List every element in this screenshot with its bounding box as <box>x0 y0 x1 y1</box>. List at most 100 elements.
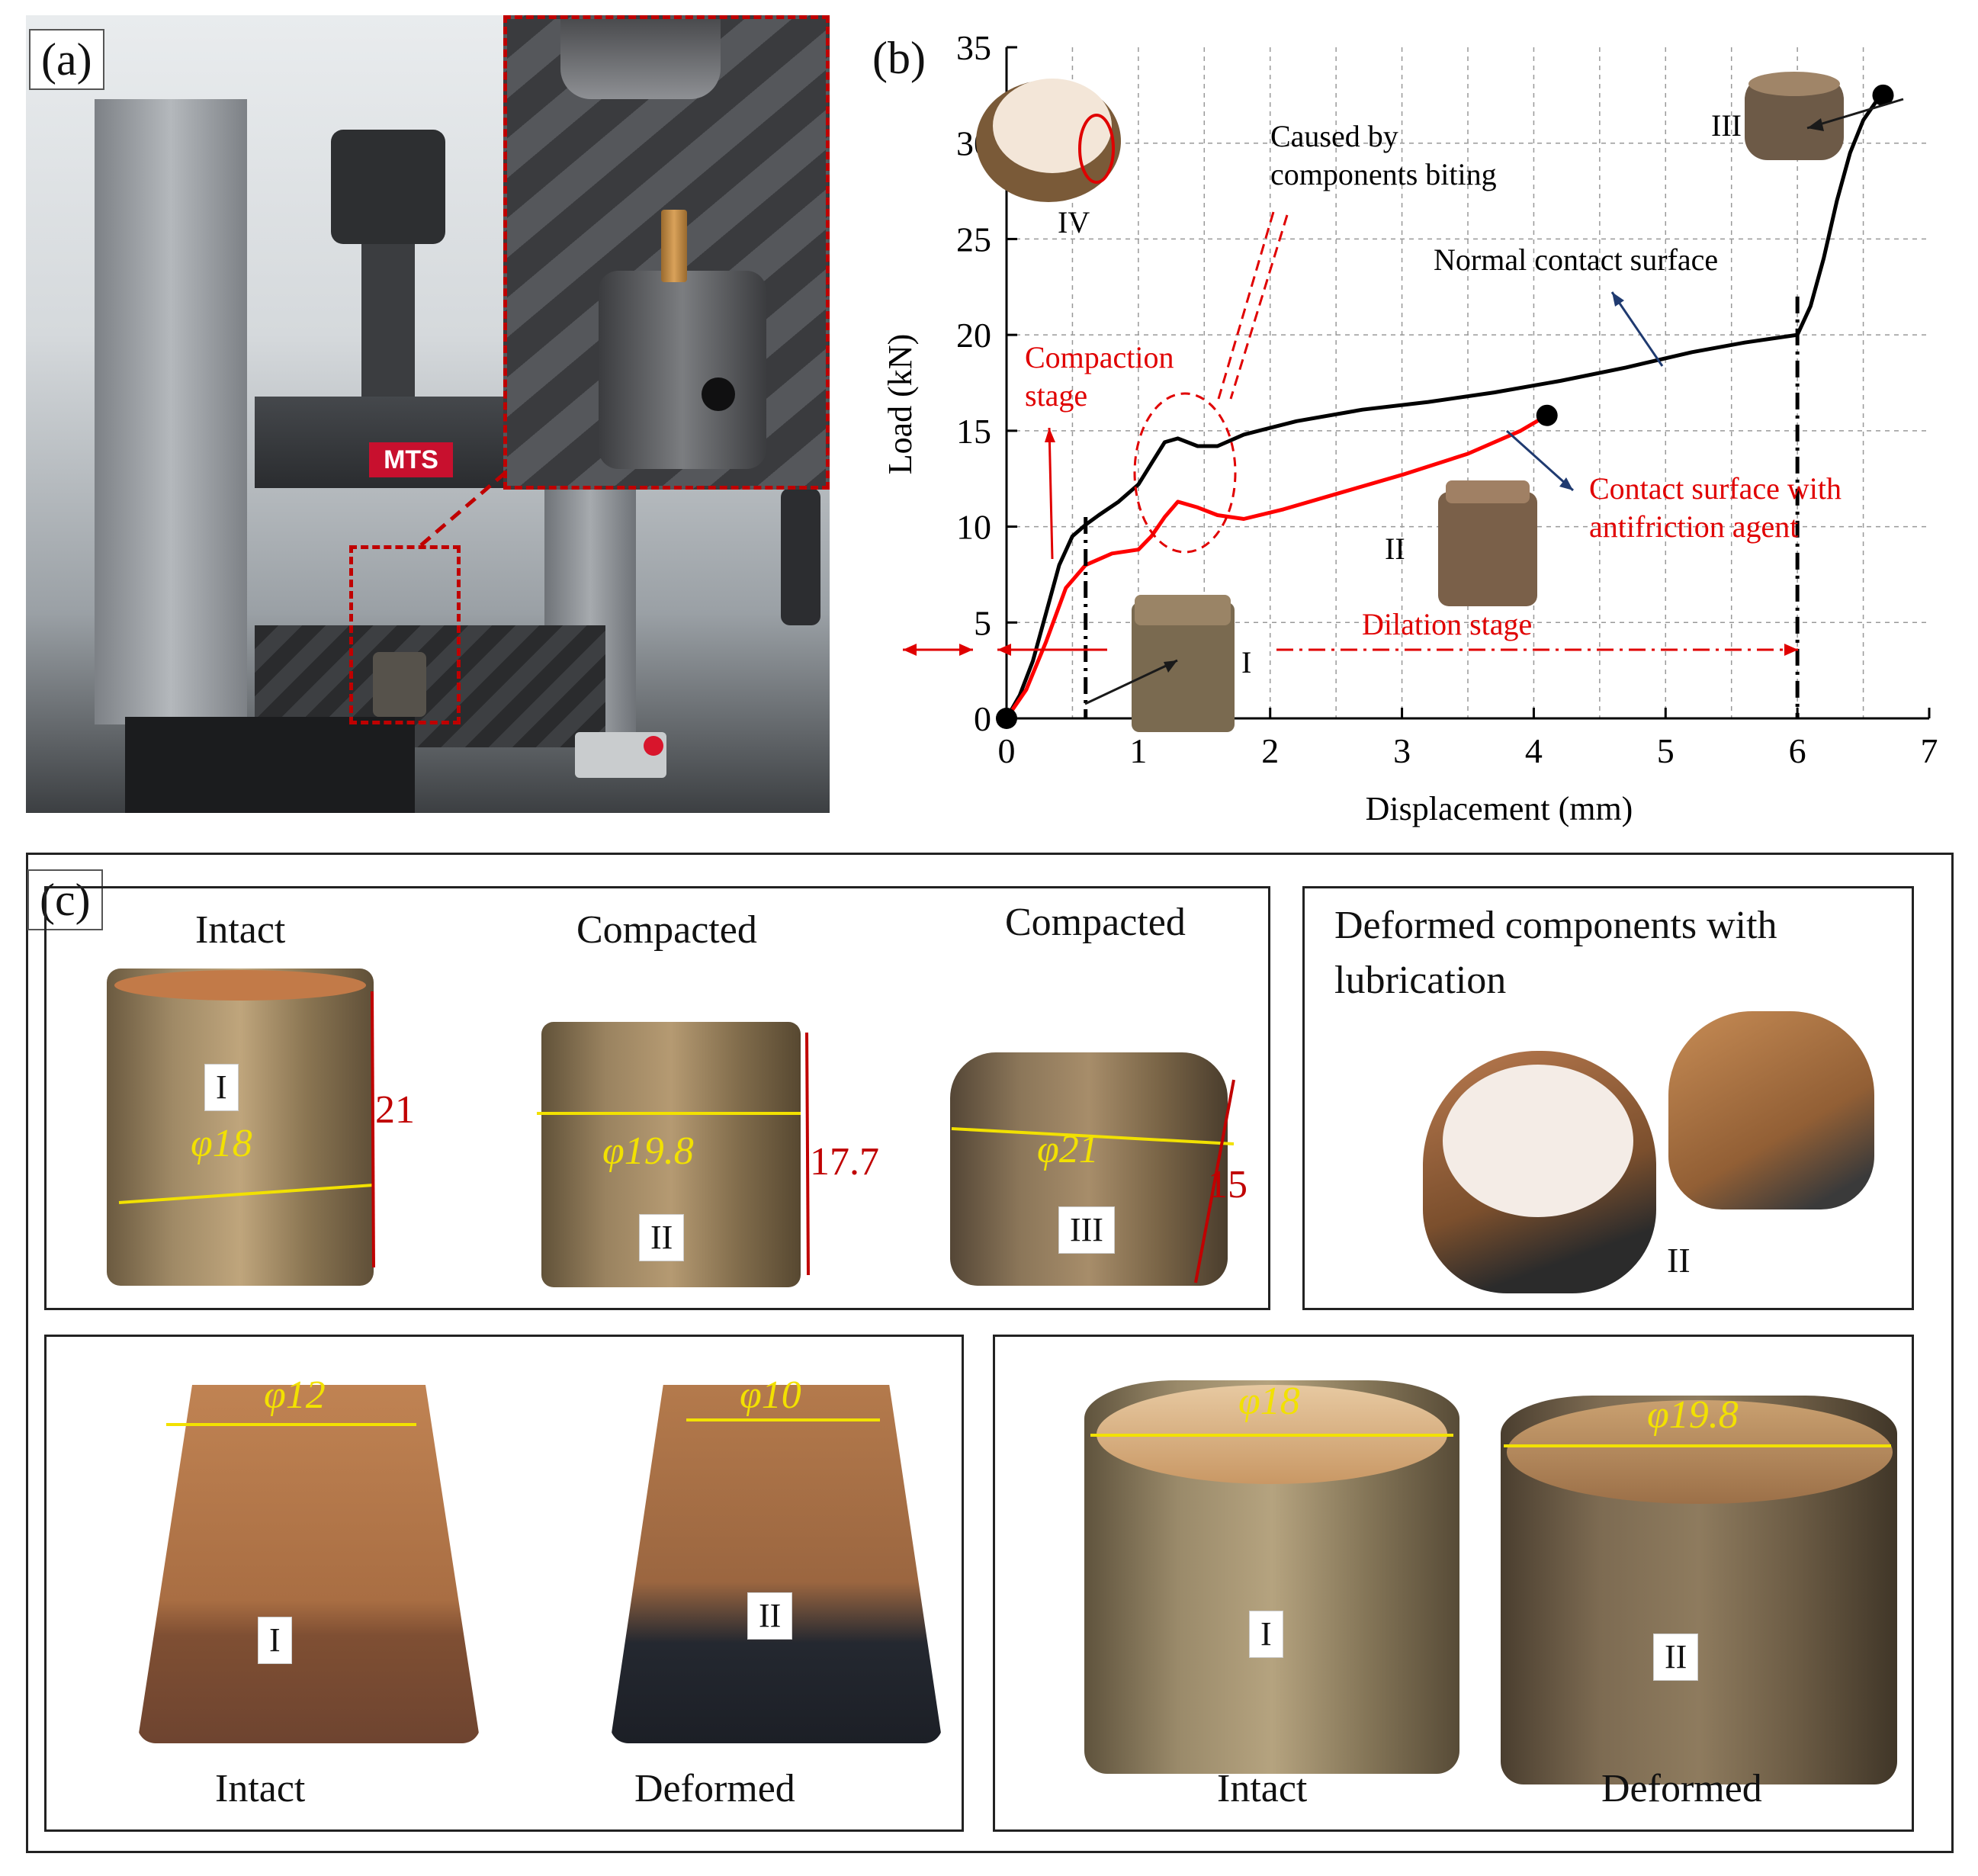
inset-upper-die <box>560 19 721 99</box>
specimen-intact <box>107 969 374 1286</box>
x-tick-label: 4 <box>1525 731 1543 770</box>
dim-phi19-8-a: φ19.8 <box>602 1129 694 1173</box>
dim-phi10: φ10 <box>740 1373 801 1417</box>
annotation-iv: IV <box>1058 205 1090 239</box>
y-tick-label: 25 <box>956 220 991 259</box>
series-end-point-0 <box>1872 84 1894 106</box>
dim-height-17-7: 17.7 <box>810 1140 879 1184</box>
dim-phi12: φ12 <box>264 1373 326 1417</box>
cylinder-deformed-opening <box>1507 1400 1893 1504</box>
id-ii: II <box>639 1214 685 1261</box>
lubrication-title-2: lubrication <box>1334 959 1507 1002</box>
x-tick-label: 1 <box>1129 731 1147 770</box>
annotation-components-biting: components biting <box>1270 157 1497 191</box>
estop-button <box>644 736 663 756</box>
dim-phi18-b: φ18 <box>1238 1380 1300 1423</box>
annotation-arrows <box>903 98 1904 705</box>
group-lubrication-box <box>1302 886 1914 1310</box>
cone-caption-intact: Intact <box>215 1767 306 1810</box>
annotation-dilation-stage: Dilation stage <box>1362 607 1532 641</box>
cylinder-id-ii: II <box>1653 1633 1699 1681</box>
thumb-specimen-iv <box>976 79 1121 202</box>
annotation-iii: III <box>1711 108 1742 143</box>
cylinder-caption-deformed: Deformed <box>1601 1767 1762 1810</box>
machine-column <box>95 99 247 724</box>
dim-phi19-8-b: φ19.8 <box>1647 1393 1739 1437</box>
title-compacted-2: Compacted <box>1005 901 1186 944</box>
lubricated-component-left-opening <box>1443 1065 1633 1217</box>
title-intact: Intact <box>195 908 286 952</box>
y-tick-label: 20 <box>956 316 991 355</box>
cone-caption-deformed: Deformed <box>634 1767 795 1810</box>
thumb-specimen-iii <box>1745 72 1844 160</box>
cone-id-ii: II <box>747 1592 793 1640</box>
group-cylinder-box <box>993 1335 1914 1832</box>
group1-dimension-lines <box>118 991 1235 1283</box>
id-iii: III <box>1058 1206 1115 1254</box>
annotation-ii: II <box>1385 532 1405 566</box>
x-axis-label: Displacement (mm) <box>1366 790 1633 827</box>
inset-die-body <box>599 271 766 469</box>
group-compaction-box <box>44 886 1270 1310</box>
annotation-normal-contact: Normal contact surface <box>1434 243 1718 277</box>
y-tick-label: 0 <box>974 699 991 738</box>
lubrication-id-ii: II <box>1667 1241 1691 1280</box>
grip-shaft <box>361 244 415 397</box>
upper-grip <box>331 130 445 244</box>
id-i: I <box>204 1064 239 1111</box>
cone-intact <box>137 1385 480 1743</box>
x-tick-label: 3 <box>1393 731 1411 770</box>
lubricated-component-right <box>1668 1011 1874 1209</box>
annotation-contact-antifriction-2: antifriction agent <box>1589 509 1798 544</box>
dim-height-21: 21 <box>375 1088 415 1132</box>
group3-dimension-lines <box>166 1418 880 1426</box>
y-axis-label: Load (kN) <box>881 334 919 475</box>
x-tick-label: 6 <box>1789 731 1806 770</box>
series-line-0 <box>1004 94 1885 720</box>
x-tick-label: 2 <box>1261 731 1279 770</box>
lubrication-title-1: Deformed components with <box>1334 904 1777 947</box>
inset-specimen-photo <box>503 15 830 490</box>
y-tick-label: 35 <box>956 28 991 67</box>
chart-series <box>1004 94 1885 720</box>
annotation-compaction: Compaction <box>1025 340 1174 374</box>
panel-b-label: (b) <box>862 29 936 87</box>
group4-dimension-lines <box>1090 1434 1891 1447</box>
chart-markers <box>996 84 1894 729</box>
thumb-specimen-i <box>1132 595 1235 732</box>
mts-logo: MTS <box>369 442 453 477</box>
y-tick-label: 5 <box>974 603 991 642</box>
annotation-contact-antifriction-1: Contact surface with <box>1589 471 1842 506</box>
specimen-small <box>373 652 426 717</box>
dim-height-15: 15 <box>1208 1163 1247 1206</box>
dim-phi21: φ21 <box>1037 1128 1099 1171</box>
zoom-source-box <box>349 545 461 724</box>
cylinder-caption-intact: Intact <box>1217 1767 1308 1810</box>
panel-c-label: (c) <box>27 869 103 930</box>
x-tick-label: 0 <box>998 731 1016 770</box>
controller-box <box>125 717 415 813</box>
handheld-controller <box>781 488 820 625</box>
dim-phi18-a: φ18 <box>191 1122 252 1165</box>
cylinder-id-i: I <box>1249 1611 1283 1658</box>
title-compacted-1: Compacted <box>576 908 757 952</box>
inset-copper-tube <box>661 210 687 282</box>
cone-deformed <box>610 1385 942 1743</box>
annotation-stage: stage <box>1025 378 1087 413</box>
inset-die-hole <box>702 377 735 411</box>
panel-a-label: (a) <box>29 29 104 90</box>
origin-point <box>996 708 1017 729</box>
annotation-caused-by: Caused by <box>1270 119 1398 153</box>
chart-grid <box>1007 47 1929 718</box>
group-cone-box <box>44 1335 964 1832</box>
x-tick-label: 7 <box>1921 731 1938 770</box>
y-tick-label: 10 <box>956 508 991 547</box>
series-end-point-1 <box>1536 404 1558 426</box>
y-tick-label: 15 <box>956 412 991 451</box>
panel-c-frame <box>26 853 1954 1853</box>
thumb-specimen-ii <box>1438 480 1537 606</box>
series-line-1 <box>1004 413 1548 720</box>
annotation-i: I <box>1241 645 1251 679</box>
zoom-connector <box>419 460 520 547</box>
